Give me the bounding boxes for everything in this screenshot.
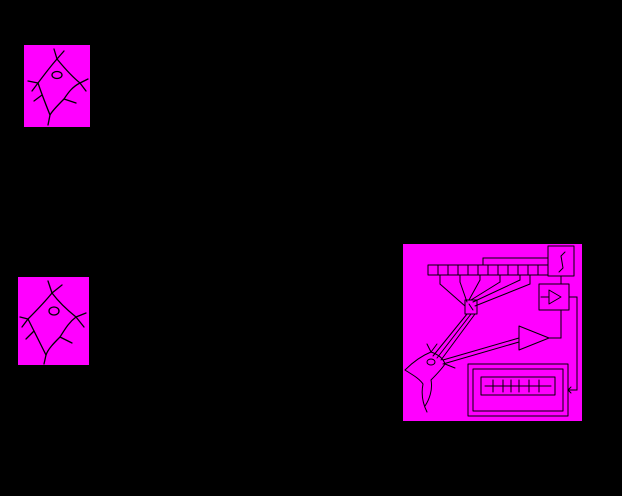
amplifier-box <box>538 283 570 311</box>
dendrite <box>79 78 89 84</box>
signal-line <box>567 296 578 394</box>
dendrite <box>75 312 87 318</box>
oscilloscope-display <box>467 363 569 417</box>
neuron-nucleus <box>48 306 60 316</box>
neuron-cell-icon <box>27 48 89 126</box>
dendrite <box>53 48 58 60</box>
dendrite <box>79 82 87 92</box>
electrode-bundle <box>432 279 531 361</box>
neuron-nucleus <box>51 70 63 80</box>
recording-electrode <box>442 341 520 365</box>
neuron-cell-icon <box>404 343 456 413</box>
integrator-box <box>547 245 575 277</box>
axon <box>47 114 51 126</box>
recording-electrode <box>442 337 520 361</box>
dendrite <box>21 318 29 328</box>
dendrite <box>47 280 53 294</box>
apparatus-panel <box>403 244 582 421</box>
dendrite <box>59 336 73 344</box>
dendrite <box>56 50 65 60</box>
axon <box>43 354 47 365</box>
neuron-soma <box>27 292 77 356</box>
dendrite <box>75 316 85 328</box>
neuron-cell-icon <box>19 280 87 365</box>
dendrite <box>63 98 77 104</box>
preamp-triangle <box>518 309 562 351</box>
neuron-soma <box>37 58 81 116</box>
neuron-panel-top <box>24 45 90 127</box>
dendrite <box>25 330 35 340</box>
dendrite <box>19 316 29 320</box>
neuron-panel-bottom <box>18 277 89 365</box>
dendrite <box>31 82 39 92</box>
electrophysiology-setup-icon <box>404 245 578 417</box>
dendrite <box>27 80 39 84</box>
electrode-array <box>427 257 549 285</box>
dendrite <box>33 94 43 102</box>
dendrite <box>51 284 63 294</box>
